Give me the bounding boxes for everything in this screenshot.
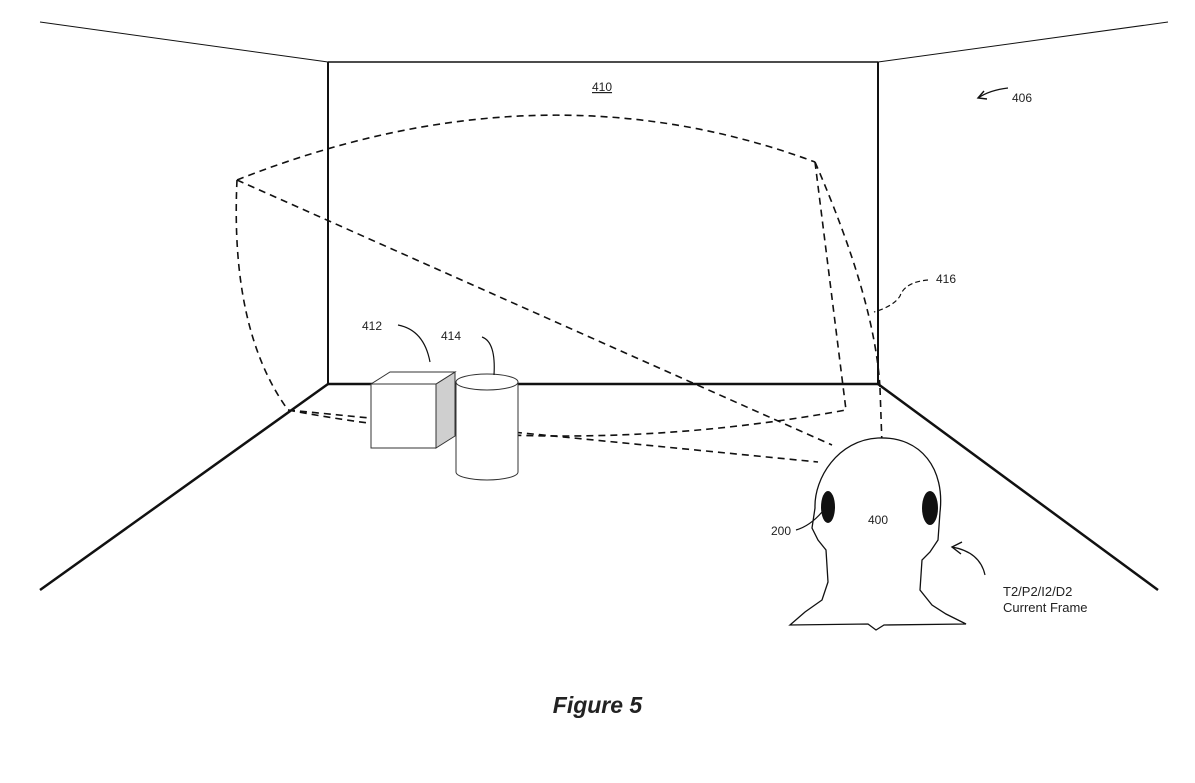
- figure-caption: Figure 5: [552, 692, 643, 718]
- frustum-top-arc: [236, 114, 816, 181]
- label-frame-line1: T2/P2/I2/D2: [1003, 584, 1072, 599]
- cylinder-leader: [481, 336, 495, 376]
- ceiling-right-edge: [877, 21, 1169, 63]
- label-back-wall: 410: [592, 80, 612, 94]
- frustum-ray-top-left: [236, 179, 833, 446]
- cylinder-body: [455, 382, 519, 481]
- label-headphones: 200: [771, 524, 791, 538]
- left-earcup-icon: [821, 491, 835, 523]
- frame-arrowhead: [950, 541, 963, 555]
- ceiling-left-edge: [39, 21, 329, 63]
- room-arrowhead: [976, 90, 988, 100]
- listener-head: [788, 437, 967, 631]
- label-cylinder: 414: [441, 329, 461, 343]
- box-leader: [397, 324, 431, 363]
- label-field-of-view: 416: [936, 272, 956, 286]
- label-frame-line2: Current Frame: [1003, 600, 1088, 615]
- fov-leader: [873, 279, 929, 313]
- head-outline: [788, 437, 967, 631]
- right-earcup-icon: [922, 491, 938, 525]
- floor-left-edge: [39, 382, 329, 592]
- field-of-view-frustum: [235, 114, 883, 463]
- label-room: 406: [1012, 91, 1032, 105]
- headphone-leader: [795, 511, 823, 531]
- leader-lines: [397, 87, 1009, 576]
- frustum-ray-bottom-right: [879, 387, 883, 446]
- frustum-right-arc: [814, 161, 881, 389]
- box-side-face: [435, 371, 456, 449]
- frustum-bottom-arc: [287, 409, 847, 437]
- floor-right-edge: [877, 382, 1159, 592]
- frustum-ray-top-right: [814, 161, 847, 411]
- label-box: 412: [362, 319, 382, 333]
- label-listener: 400: [868, 513, 888, 527]
- cylinder-top: [455, 373, 519, 391]
- frustum-left-arc: [235, 179, 289, 411]
- cylinder-object: [455, 373, 519, 481]
- room-outline: [39, 21, 1169, 592]
- frame-arrow: [951, 546, 986, 576]
- box-front-face: [370, 383, 437, 449]
- box-object: [369, 371, 457, 449]
- frustum-ray-bottom-left: [287, 409, 819, 463]
- room-arrow: [977, 87, 1009, 99]
